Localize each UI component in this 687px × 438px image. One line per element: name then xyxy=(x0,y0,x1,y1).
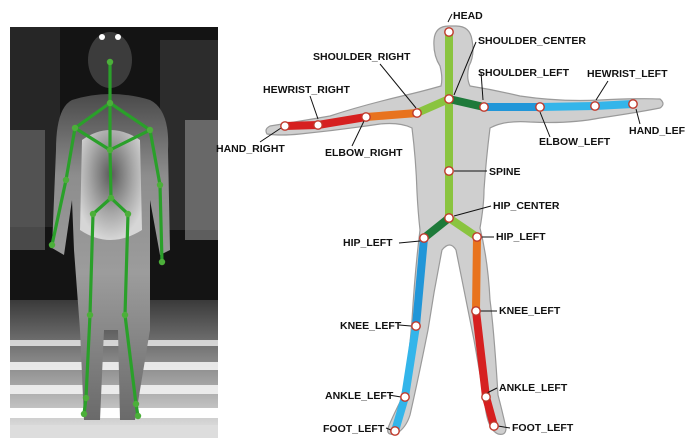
label-hip-left-b: HIP_LEFT xyxy=(496,231,546,243)
depth-joint-ftL xyxy=(81,411,87,417)
depth-joint-anR xyxy=(133,401,139,407)
depth-joint-spine xyxy=(107,147,113,153)
joint-wr xyxy=(314,121,322,129)
joint-wl xyxy=(591,102,599,110)
joint-aR xyxy=(482,393,490,401)
joint-sr xyxy=(413,109,421,117)
joint-hc xyxy=(445,214,453,222)
depth-joint-elL xyxy=(63,177,69,183)
depth-joint-ftR xyxy=(135,413,141,419)
skeleton-diagram: HEAD SHOULDER_CENTER SHOULDER_RIGHT SHOU… xyxy=(216,10,686,435)
joint-kL xyxy=(412,322,420,330)
label-hewrist-right: HEWRIST_RIGHT xyxy=(263,84,351,96)
bone-forearm-left xyxy=(540,106,595,107)
joint-head xyxy=(445,28,453,36)
label-head: HEAD xyxy=(453,10,483,22)
depth-joint-shL xyxy=(72,125,78,131)
depth-joint-shR xyxy=(147,127,153,133)
label-knee-left-b: KNEE_LEFT xyxy=(499,305,561,317)
leader-hewrist-right xyxy=(310,96,318,119)
joint-kR xyxy=(472,307,480,315)
depth-joint-neck xyxy=(107,100,113,106)
label-spine: SPINE xyxy=(489,166,521,178)
joint-er xyxy=(362,113,370,121)
label-foot-left-b: FOOT_LEFT xyxy=(512,422,574,434)
depth-joint-haR xyxy=(159,259,165,265)
joint-hr xyxy=(281,122,289,130)
label-shoulder-right: SHOULDER_RIGHT xyxy=(313,51,411,63)
label-ankle-left-a: ANKLE_LEFT xyxy=(325,390,394,402)
joint-aL xyxy=(401,393,409,401)
depth-joint-haL xyxy=(49,242,55,248)
depth-image-panel xyxy=(10,27,218,438)
depth-joint-anL xyxy=(83,395,89,401)
depth-joint-hip xyxy=(108,195,114,201)
joint-el xyxy=(536,103,544,111)
label-elbow-right: ELBOW_RIGHT xyxy=(325,147,403,159)
depth-joint-head xyxy=(107,59,113,65)
depth-joint-hipR xyxy=(125,211,131,217)
label-shoulder-center: SHOULDER_CENTER xyxy=(478,35,586,47)
label-knee-left-a: KNEE_LEFT xyxy=(340,320,402,332)
label-hip-left-a: HIP_LEFT xyxy=(343,237,393,249)
leader-hip-left-a xyxy=(399,241,420,243)
depth-joint-elR xyxy=(157,182,163,188)
joint-sc xyxy=(445,95,453,103)
leader-head xyxy=(448,14,452,22)
depth-bone-elR-haR xyxy=(160,185,162,262)
depth-bone-spine-hip xyxy=(110,150,111,198)
label-foot-left-a: FOOT_LEFT xyxy=(323,423,385,435)
bone-hand-right xyxy=(285,125,318,126)
joint-fL xyxy=(391,427,399,435)
leader-hewrist-left xyxy=(596,81,608,100)
joint-fR xyxy=(490,422,498,430)
label-hip-center: HIP_CENTER xyxy=(493,200,560,212)
label-elbow-left: ELBOW_LEFT xyxy=(539,136,611,148)
joint-hl xyxy=(629,100,637,108)
label-shoulder-left: SHOULDER_LEFT xyxy=(478,67,570,79)
label-ankle-left-b: ANKLE_LEFT xyxy=(499,382,568,394)
bone-upper-arm-right xyxy=(366,113,417,117)
label-hewrist-left: HEWRIST_LEFT xyxy=(587,68,668,80)
joint-sl xyxy=(480,103,488,111)
joint-spine xyxy=(445,167,453,175)
depth-joint-hipL xyxy=(90,211,96,217)
joint-hipR xyxy=(473,233,481,241)
label-hand-left: HAND_LEF xyxy=(629,125,686,137)
depth-joint-knL xyxy=(87,312,93,318)
label-hand-right: HAND_RIGHT xyxy=(216,143,285,155)
bone-hand-left xyxy=(595,104,633,106)
joint-hipL xyxy=(420,234,428,242)
depth-joint-knR xyxy=(122,312,128,318)
bone-thigh-right xyxy=(476,237,477,311)
